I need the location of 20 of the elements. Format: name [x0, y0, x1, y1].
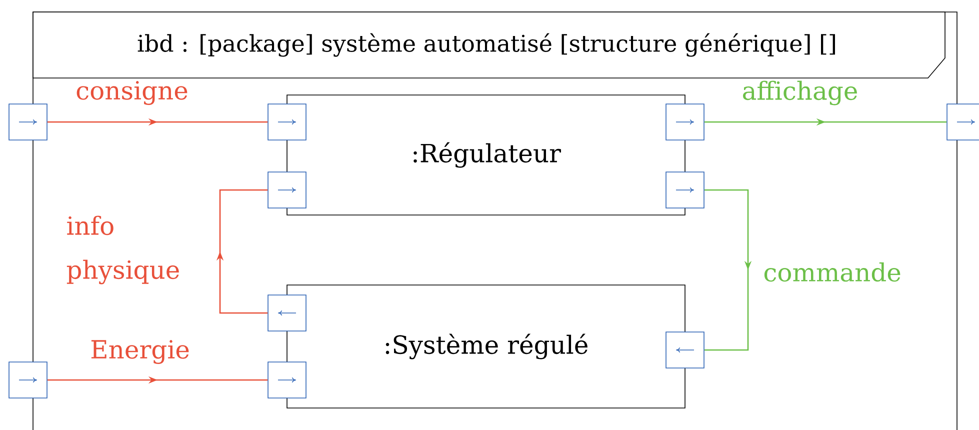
port-box: [268, 104, 306, 140]
port-box: [8, 104, 48, 140]
edge-label: info physique: [66, 216, 179, 284]
port-box: [666, 104, 704, 140]
title-tab: ibd : [package] système automatisé [structure générique] []: [32, 12, 946, 78]
edge-label: commande: [764, 262, 900, 282]
port-box: [268, 362, 306, 398]
connector-arrow: [216, 189, 268, 314]
port-box: [666, 172, 704, 208]
block-box: :Régulateur: [286, 94, 686, 216]
port-box: [268, 294, 306, 332]
port-box: [666, 332, 704, 368]
port-box: [8, 362, 48, 398]
port-box: [268, 172, 306, 208]
edge-label: Energie: [91, 340, 189, 364]
port-box: [946, 104, 979, 140]
block-box: :Système régulé: [286, 284, 686, 408]
edge-label: affichage: [743, 80, 857, 106]
edge-label: consigne: [76, 81, 188, 105]
connector-arrow: [704, 189, 752, 351]
